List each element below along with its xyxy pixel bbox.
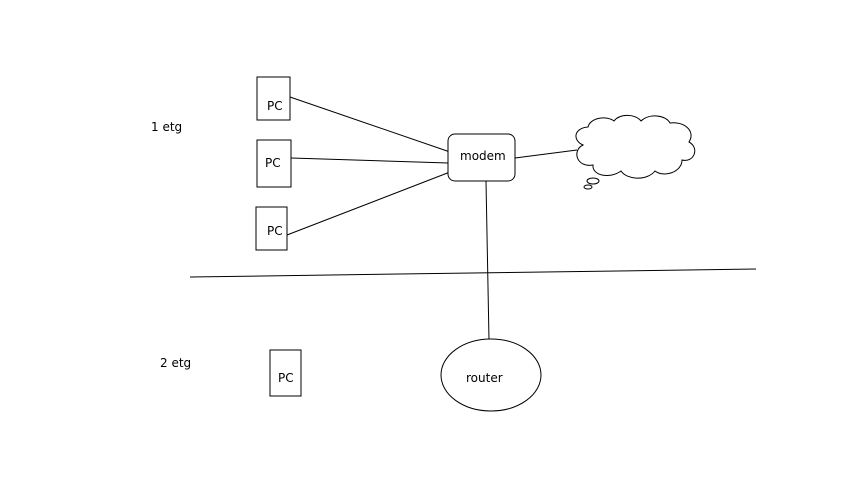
floor-2-label: 2 etg	[160, 356, 191, 370]
link-pc3-modem	[286, 171, 451, 236]
link-pc2-modem	[290, 157, 449, 164]
pc-2-label: PC	[265, 156, 281, 170]
pc-3-label: PC	[267, 224, 283, 238]
pc-1-box	[256, 76, 291, 121]
link-modem-internet	[514, 149, 578, 159]
link-modem-router	[485, 180, 490, 341]
router-node: router	[440, 338, 542, 412]
pc-node-4: PC	[269, 349, 302, 397]
pc-node-3: PC	[255, 206, 288, 251]
floor-divider-line	[189, 268, 757, 278]
pc-node-1: PC	[256, 76, 291, 121]
floor-1-label: 1 etg	[151, 120, 182, 134]
pc-4-label: PC	[278, 371, 294, 385]
cloud-icon	[575, 114, 696, 190]
pc-3-box	[255, 206, 288, 251]
router-label: router	[466, 371, 503, 385]
router-ellipse	[440, 338, 542, 412]
link-pc1-modem	[289, 96, 451, 153]
modem-label: modem	[460, 149, 506, 163]
pc-node-2: PC	[256, 139, 292, 188]
modem-box	[447, 133, 516, 182]
pc-2-box	[256, 139, 292, 188]
pc-4-box	[269, 349, 302, 397]
pc-1-label: PC	[267, 99, 283, 113]
modem-node: modem	[447, 133, 516, 182]
